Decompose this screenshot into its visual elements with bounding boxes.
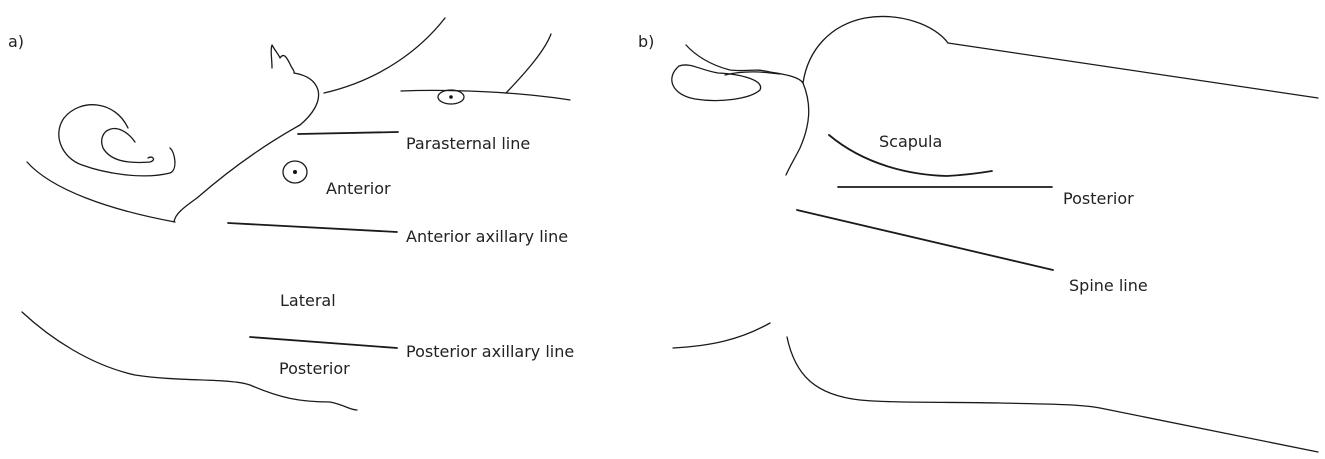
posterior-axillary-line-pointer bbox=[250, 337, 397, 348]
spine-line-pointer bbox=[797, 210, 1053, 270]
panel-a-label: a) bbox=[8, 32, 24, 51]
hand-outline bbox=[271, 45, 294, 73]
spine-line-label: Spine line bbox=[1069, 276, 1148, 295]
panel-a: a) bbox=[8, 18, 574, 410]
scapula-label: Scapula bbox=[879, 132, 942, 151]
lower-back-arc bbox=[673, 323, 770, 348]
anterior-axillary-line-pointer bbox=[228, 223, 397, 232]
posterior-label: Posterior bbox=[279, 359, 350, 378]
torso-front-outline bbox=[174, 125, 300, 222]
chest-outline bbox=[401, 90, 570, 100]
shoulder-outline bbox=[294, 73, 319, 125]
ear-inner-icon bbox=[102, 129, 154, 163]
lower-body-outline bbox=[787, 337, 1318, 452]
panel-b: b) Scapula Posterior Spine line bbox=[638, 17, 1318, 452]
ear-outer-icon bbox=[59, 105, 175, 176]
forearm-outline bbox=[506, 34, 551, 93]
upper-arm-outline bbox=[324, 18, 445, 93]
neck-outline-b bbox=[786, 83, 809, 175]
panel-b-body-outline bbox=[672, 17, 1318, 452]
lateral-label: Lateral bbox=[280, 291, 336, 310]
upper-back-outline bbox=[948, 43, 1318, 98]
nipple-lower-dot bbox=[293, 170, 297, 174]
anterior-label: Anterior bbox=[326, 179, 391, 198]
panel-b-label: b) bbox=[638, 32, 654, 51]
posterior-label-b: Posterior bbox=[1063, 189, 1134, 208]
nipple-upper-dot bbox=[449, 95, 453, 99]
anterior-axillary-line-label: Anterior axillary line bbox=[406, 227, 568, 246]
head-outline bbox=[803, 17, 948, 83]
posterior-axillary-line-label: Posterior axillary line bbox=[406, 342, 574, 361]
parasternal-line-pointer bbox=[298, 132, 398, 134]
parasternal-line-label: Parasternal line bbox=[406, 134, 530, 153]
